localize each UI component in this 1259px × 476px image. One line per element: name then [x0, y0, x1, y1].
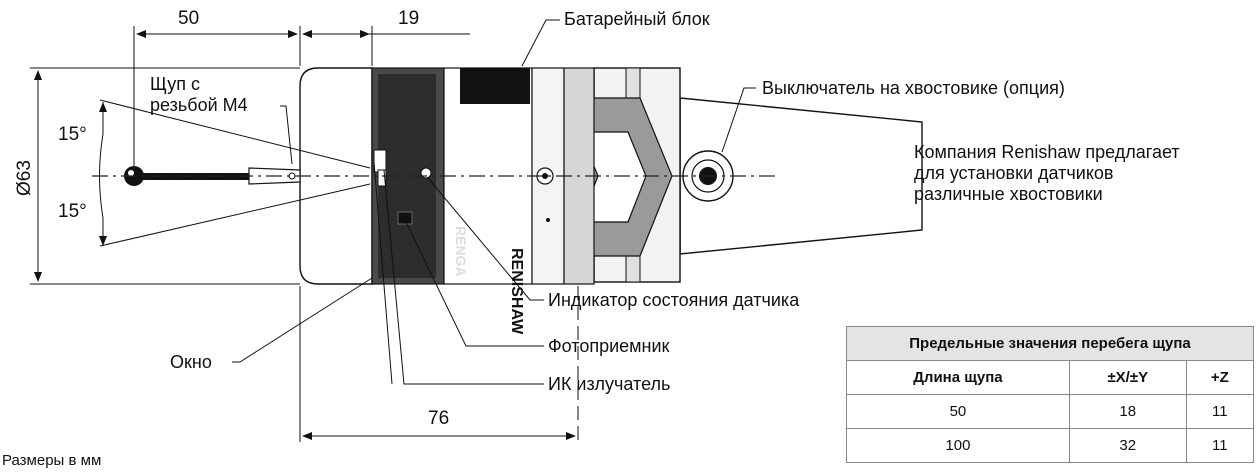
table-header-z: +Z [1185, 360, 1255, 395]
table-title: Предельные значения перебега щупа [846, 326, 1254, 361]
overall-length-dimension: 76 [299, 286, 579, 442]
callout-stylus-line1: Щуп с [150, 74, 200, 94]
callout-battery-block: Батарейный блок [564, 9, 710, 29]
stylus-overtravel-table: Предельные значения перебега щупа Длина … [846, 326, 1255, 463]
window-element [377, 169, 387, 187]
dim-stylus-offset: 50 [178, 8, 199, 29]
table-cell: 32 [1068, 428, 1187, 463]
table-cell: 100 [846, 428, 1070, 463]
table-row: 100 32 11 [846, 428, 1255, 463]
brand-marking-front: RENGA [453, 226, 469, 277]
diameter-dimension: Ø63 [14, 67, 300, 285]
callout-shank-switch: Выключатель на хвостовике (опция) [762, 78, 1065, 98]
angle-lower-label: 15° [58, 201, 87, 222]
table-cell: 18 [1068, 394, 1187, 429]
brand-marking-side: RENISHAW [508, 248, 525, 335]
units-note: Размеры в мм [2, 452, 102, 469]
callout-status-indicator: Индикатор состояния датчика [548, 290, 800, 310]
callout-renishaw-line3: различные хвостовики [914, 184, 1103, 204]
callout-ir-emitter: ИК излучатель [548, 374, 670, 394]
table-header-length: Длина щупа [846, 360, 1070, 395]
callout-window: Окно [170, 352, 212, 372]
ir-emitter-element [373, 149, 387, 173]
callout-renishaw-line1: Компания Renishaw предлагает [914, 142, 1180, 162]
table-cell: 11 [1185, 428, 1255, 463]
table-row: 50 18 11 [846, 394, 1255, 429]
table-cell: 11 [1185, 394, 1255, 429]
callout-stylus-line2: резьбой М4 [150, 95, 248, 115]
leader-lines [232, 19, 756, 385]
dim-diameter: Ø63 [14, 160, 35, 196]
callout-renishaw-line2: для установки датчиков [914, 163, 1114, 183]
callout-photodetector: Фотоприемник [548, 336, 670, 356]
table-cell: 50 [846, 394, 1070, 429]
photodetector-element [397, 211, 413, 225]
top-dimensions: 50 19 [133, 8, 470, 166]
stylus [124, 166, 301, 186]
deflection-angle: 15° 15° [58, 99, 371, 247]
dim-overall-length: 76 [428, 408, 449, 429]
dim-body-offset: 19 [398, 8, 419, 29]
angle-upper-label: 15° [58, 124, 87, 145]
table-header-xy: ±X/±Y [1068, 360, 1187, 395]
